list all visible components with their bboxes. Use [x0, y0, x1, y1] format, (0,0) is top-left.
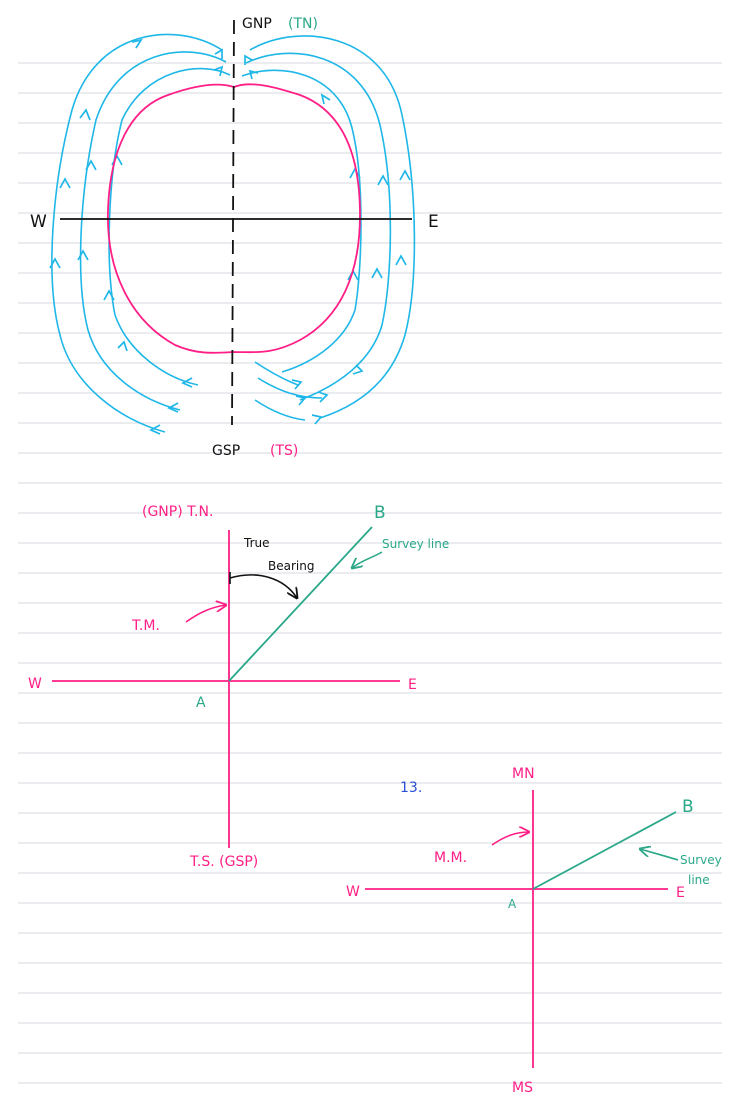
survey-line-pointer-arrow: [352, 551, 383, 568]
fig3-east-label: E: [676, 885, 685, 901]
field-arrow: [291, 379, 303, 390]
fig1-south-label: GSP: [212, 443, 240, 459]
fig1-east-label: E: [428, 212, 439, 232]
fig2-west-label: W: [28, 676, 42, 692]
field-line-left-outer: [51, 33, 223, 433]
field-arrow: [295, 395, 307, 406]
fig1-south-label-paren: (TS): [270, 443, 298, 459]
mm-pointer-arrow: [491, 832, 529, 846]
field-arrow: [77, 249, 89, 261]
magnetic-bearing-diagram: 13. MN MS W E A B Survey line M.M.: [346, 766, 722, 1096]
fig1-north-label-paren: (TN): [288, 16, 318, 32]
field-arrow: [248, 69, 259, 80]
field-arrow: [59, 177, 71, 189]
fig3-end-label: B: [682, 797, 694, 817]
field-arrow: [399, 169, 411, 181]
tm-pointer-arrow: [185, 605, 226, 623]
true-bearing-label-line2: Bearing: [268, 559, 314, 573]
fig2-survey-line: [228, 526, 373, 682]
field-arrow: [317, 391, 329, 403]
magnetic-field-lines: [51, 33, 416, 433]
field-arrow: [117, 340, 128, 352]
field-arrow: [103, 289, 115, 301]
fig2-east-label: E: [408, 677, 417, 693]
field-arrow: [149, 424, 161, 435]
field-arrow: [320, 93, 331, 105]
field-line-bottom-right-3: [257, 377, 323, 399]
field-arrow: [352, 364, 364, 375]
fig2-north-label: (GNP) T.N.: [142, 504, 213, 520]
field-line-left-middle: [79, 51, 227, 411]
field-arrow: [377, 174, 389, 186]
field-arrow: [49, 257, 61, 269]
field-line-bottom-right-2: [254, 399, 306, 421]
fig3-origin-label: A: [508, 897, 517, 911]
fig1-north-label: GNP: [242, 16, 272, 32]
field-arrow: [85, 159, 97, 171]
field-arrow: [79, 108, 91, 121]
field-arrow: [214, 48, 223, 59]
fig2-origin-label: A: [196, 695, 206, 711]
fig1-west-label: W: [30, 212, 47, 232]
field-arrow: [395, 254, 407, 266]
fig2-survey-line-label: Survey line: [382, 537, 449, 551]
north-south-axis: [231, 19, 235, 426]
field-line-left-inner: [108, 67, 231, 386]
true-bearing-arc: [229, 574, 297, 598]
field-arrow: [131, 38, 143, 49]
fig3-survey-line: [532, 811, 677, 890]
true-bearing-diagram: (GNP) T.N. T.S. (GSP) W E A B Survey lin…: [28, 503, 449, 870]
true-meridian-label: T.M.: [131, 618, 160, 634]
fig3-survey-label-line2: line: [688, 873, 710, 887]
field-arrows: [49, 38, 411, 435]
field-line-right-middle: [245, 52, 392, 401]
field-arrow: [167, 402, 179, 413]
field-line-right-inner: [241, 69, 362, 373]
field-line-bottom-right-1: [254, 361, 299, 386]
question-number: 13.: [400, 780, 422, 796]
true-bearing-label-line1: True: [243, 536, 270, 550]
fig3-north-label: MN: [512, 766, 535, 782]
earth-outline: [107, 83, 361, 354]
fig2-south-label: T.S. (GSP): [189, 854, 258, 870]
field-arrow: [181, 377, 193, 388]
fig2-end-label: B: [374, 503, 386, 523]
earth-field-diagram: W E GNP (TN) GSP (TS): [30, 16, 439, 459]
field-line-right-outer: [249, 35, 416, 419]
fig3-south-label: MS: [512, 1080, 533, 1096]
fig3-west-label: W: [346, 884, 360, 900]
field-arrow: [244, 54, 253, 65]
field-arrow: [213, 65, 224, 77]
fig3-survey-label-line1: Survey: [680, 853, 722, 867]
magnetic-meridian-label: M.M.: [434, 850, 467, 866]
field-arrow: [371, 267, 383, 279]
ruled-lines: [18, 62, 722, 1084]
fig3-survey-pointer-arrow: [640, 849, 679, 861]
field-arrow: [311, 414, 323, 425]
